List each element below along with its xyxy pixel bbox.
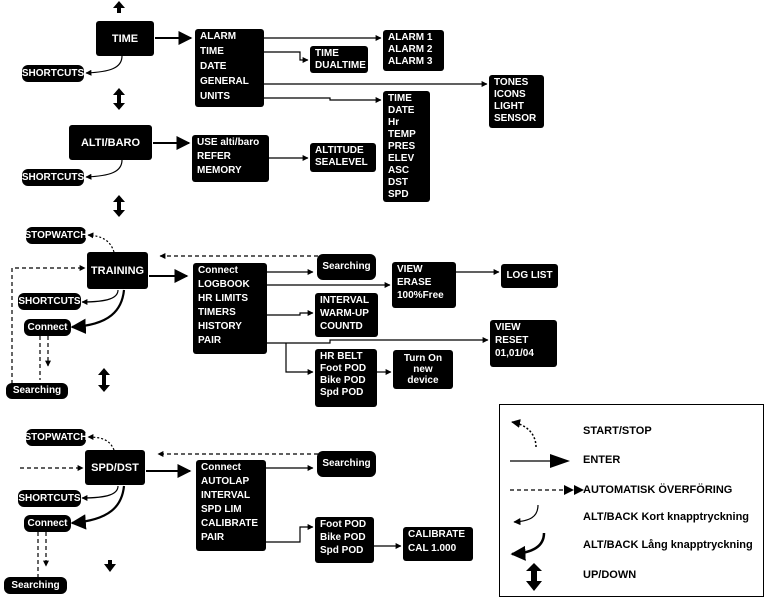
menu-item[interactable]: DATE xyxy=(200,61,227,72)
spd-shortcuts-node[interactable]: SHORTCUTS xyxy=(18,490,81,507)
alarm-submenu[interactable]: ALARM 1 ALARM 2 ALARM 3 xyxy=(383,30,444,71)
training-searching-top-node[interactable]: Searching xyxy=(317,254,376,280)
menu-item[interactable]: TIME xyxy=(200,46,224,57)
time-menu[interactable]: ALARM TIME DATE GENERAL UNITS xyxy=(195,29,264,107)
updown-arrow-icon xyxy=(98,368,110,392)
updown-arrow-icon xyxy=(113,88,125,110)
calibrate-submenu[interactable]: CALIBRATE CAL 1.000 xyxy=(403,527,473,561)
legend-enter-label: ENTER xyxy=(583,454,621,466)
up-down-icon xyxy=(526,563,542,591)
alti-shortcuts-node[interactable]: SHORTCUTS xyxy=(22,169,84,186)
legend-back-long-label: ALT/BACK Lång knapptryckning xyxy=(583,539,753,551)
down-arrow-icon xyxy=(104,560,116,572)
menu-item[interactable]: ALARM xyxy=(200,31,237,42)
refer-submenu[interactable]: ALTITUDE SEALEVEL xyxy=(310,143,376,172)
training-menu[interactable]: Connect LOGBOOK HR LIMITS TIMERS HISTORY… xyxy=(193,263,267,354)
training-connect-node[interactable]: Connect xyxy=(24,319,71,336)
training-stopwatch-node[interactable]: STOPWATCH xyxy=(25,227,87,244)
time-back-curve xyxy=(85,55,123,76)
alti-menu[interactable]: USE alti/baro REFER MEMORY xyxy=(192,135,269,182)
spd-searching-left-node[interactable]: Searching xyxy=(4,577,67,594)
legend-auto-label: AUTOMATISK ÖVERFÖRING xyxy=(583,484,733,496)
legend-back-short-label: ALT/BACK Kort knapptryckning xyxy=(583,511,750,523)
alti-baro-node[interactable]: ALTI/BARO xyxy=(69,125,152,160)
training-node[interactable]: TRAINING xyxy=(87,252,148,289)
legend-symbols xyxy=(510,419,584,591)
units-submenu[interactable]: TIME DATE Hr TEMP PRES ELEV ASC DST SPD xyxy=(383,91,430,202)
logbook-submenu[interactable]: VIEW ERASE 100%Free xyxy=(392,262,456,308)
back-long-icon xyxy=(510,532,546,561)
spd-dst-node[interactable]: SPD/DST xyxy=(85,450,145,485)
turn-on-device-node[interactable]: Turn On new device xyxy=(393,350,453,389)
training-searching-left-node[interactable]: Searching xyxy=(6,383,68,399)
menu-item[interactable]: GENERAL xyxy=(200,76,249,87)
spd-menu[interactable]: Connect AUTOLAP INTERVAL SPD LIM CALIBRA… xyxy=(196,460,266,551)
legend-start-stop-label: START/STOP xyxy=(583,425,652,437)
menu-item[interactable]: UNITS xyxy=(200,91,230,102)
history-submenu[interactable]: VIEW RESET 01,01/04 xyxy=(490,320,557,367)
log-list-node[interactable]: LOG LIST xyxy=(501,264,558,288)
spd-stopwatch-node[interactable]: STOPWATCH xyxy=(25,429,87,446)
legend-box: START/STOP ENTER AUTOMATISK ÖVERFÖRING A… xyxy=(499,404,764,597)
training-pair-submenu[interactable]: HR BELT Foot POD Bike POD Spd POD xyxy=(315,349,377,407)
spd-connect-node[interactable]: Connect xyxy=(24,515,71,532)
start-stop-icon xyxy=(511,419,537,448)
time-submenu[interactable]: TIME DUALTIME xyxy=(310,46,368,73)
time-shortcuts-node[interactable]: SHORTCUTS xyxy=(22,65,84,82)
training-shortcuts-node[interactable]: SHORTCUTS xyxy=(18,293,81,310)
timers-submenu[interactable]: INTERVAL WARM-UP COUNTD xyxy=(315,293,378,337)
back-short-icon xyxy=(513,504,539,526)
spd-pair-submenu[interactable]: Foot POD Bike POD Spd POD xyxy=(315,517,374,563)
enter-arrowhead-icon xyxy=(550,454,570,468)
updown-arrow-icon xyxy=(113,195,125,217)
time-node[interactable]: TIME xyxy=(96,21,154,56)
spd-searching-top-node[interactable]: Searching xyxy=(317,451,376,477)
up-arrow-icon xyxy=(113,1,125,13)
legend-up-down-label: UP/DOWN xyxy=(583,569,637,581)
general-submenu[interactable]: TONES ICONS LIGHT SENSOR xyxy=(489,75,544,128)
